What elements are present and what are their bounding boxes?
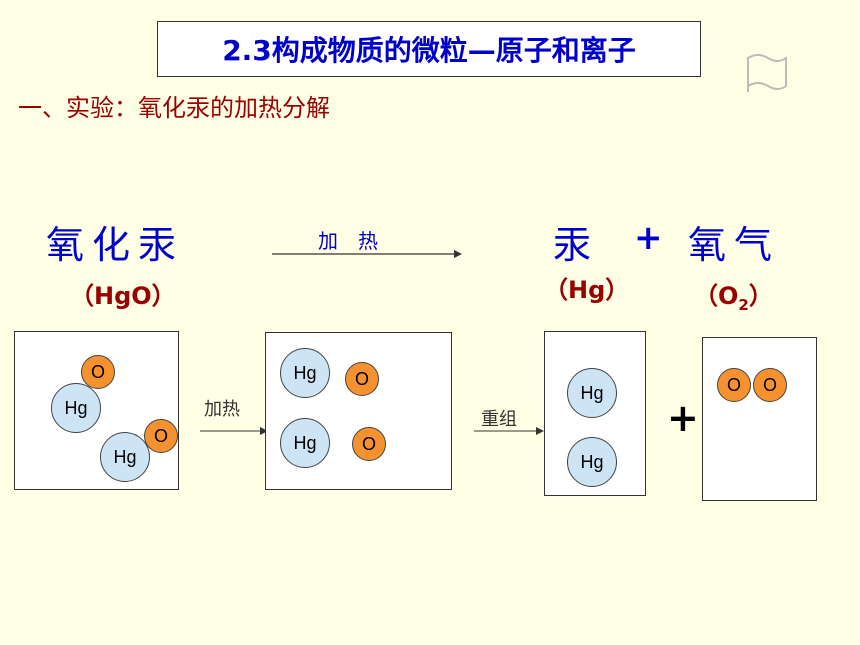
oxygen-atom: O: [144, 419, 178, 453]
reactant-name: 氧化汞: [46, 223, 185, 267]
mercury-atom: Hg: [280, 418, 330, 468]
mercury-atom: Hg: [100, 432, 150, 482]
atoms-box: Hg O Hg O: [265, 332, 452, 490]
recombine-step-arrow: [474, 427, 544, 435]
oxygen-atom: O: [753, 368, 787, 402]
reactant-formula: （HgO）: [70, 282, 176, 310]
oxygen-atom: O: [345, 362, 379, 396]
page-icon[interactable]: [742, 52, 790, 96]
product2-name: 氧气: [688, 223, 781, 267]
mercury-atom: Hg: [567, 437, 617, 487]
slide-title: 2.3构成物质的微粒—原子和离子: [157, 21, 701, 77]
heat-step-label: 加热: [204, 399, 240, 420]
section-heading: 一、实验：氧化汞的加热分解: [18, 94, 330, 122]
mercury-box: Hg Hg: [544, 331, 646, 496]
mercury-atom: Hg: [280, 348, 330, 398]
product1-formula: （Hg）: [544, 276, 630, 304]
reaction-arrow: [272, 250, 462, 258]
mercury-atom: Hg: [567, 368, 617, 418]
mercury-atom: Hg: [51, 383, 101, 433]
hgo-box: O Hg O Hg: [14, 331, 179, 490]
product1-name: 汞: [553, 223, 600, 267]
oxygen-box: O O: [702, 337, 817, 501]
diagram-plus: +: [667, 396, 699, 440]
product2-formula: （O2）: [694, 282, 773, 314]
oxygen-atom: O: [81, 355, 115, 389]
recombine-step-label: 重组: [481, 409, 517, 430]
oxygen-atom: O: [717, 368, 751, 402]
oxygen-atom: O: [352, 427, 386, 461]
condition-label: 加 热: [318, 229, 378, 253]
heat-step-arrow: [200, 427, 268, 435]
equation-plus: +: [634, 218, 663, 258]
